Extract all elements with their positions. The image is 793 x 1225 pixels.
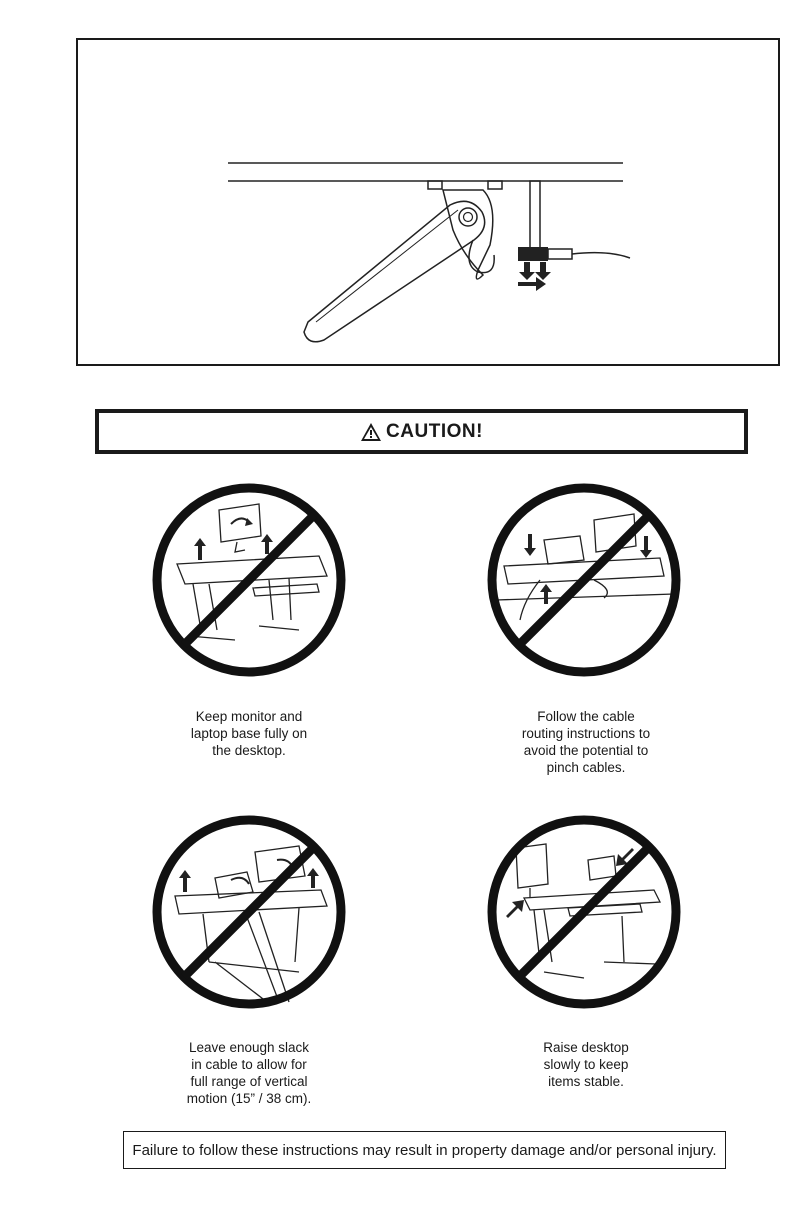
caution-title: CAUTION! xyxy=(386,420,483,442)
warning-text-cable-routing: Follow the cable routing instructions to… xyxy=(521,709,651,775)
prohibited-icon-cable-slack xyxy=(149,812,349,1012)
caution-banner: CAUTION! xyxy=(95,409,748,454)
warning-triangle-icon xyxy=(361,422,382,441)
injury-warning-box: Failure to follow these instructions may… xyxy=(123,1131,726,1169)
injury-warning-text: Failure to follow these instructions may… xyxy=(132,1141,717,1159)
warning-text-monitor-base: Keep monitor and laptop base fully on th… xyxy=(190,709,308,758)
lever-arm-illustration xyxy=(228,162,631,343)
prohibited-icon-monitor-base xyxy=(149,480,349,680)
warning-text-cable-slack: Leave enough slack in cable to allow for… xyxy=(186,1040,312,1106)
warning-text-raise-slowly: Raise desktop slowly to keep items stabl… xyxy=(543,1040,629,1089)
cable-clip-diagram xyxy=(76,38,780,366)
prohibited-icon-raise-slowly xyxy=(484,812,684,1012)
prohibited-icon-cable-pinch xyxy=(484,480,684,680)
